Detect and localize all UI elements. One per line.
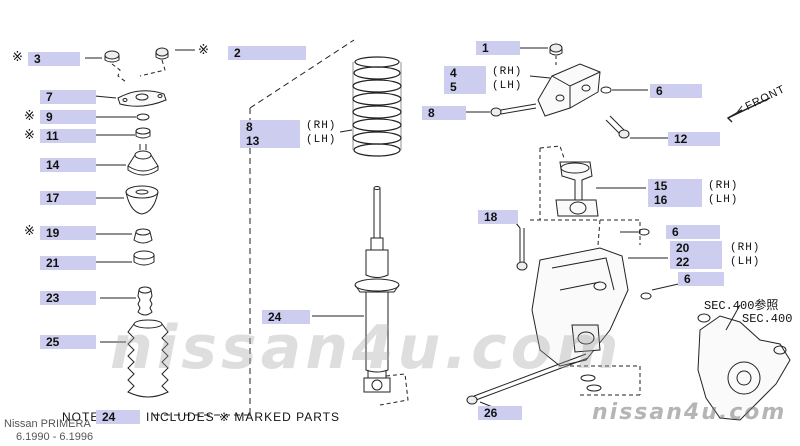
callout-part-18[interactable]: 18 bbox=[478, 210, 518, 224]
side-label-rh-15: (RH) bbox=[708, 180, 739, 192]
callout-part-5[interactable]: 5 bbox=[444, 80, 486, 94]
callout-part-6-upper[interactable]: 6 bbox=[650, 84, 702, 98]
footer-dates: 6.1990 - 6.1996 bbox=[16, 431, 94, 443]
callout-part-1[interactable]: 1 bbox=[476, 41, 520, 55]
note-callout-part-24[interactable]: 24 bbox=[96, 410, 140, 424]
note-suffix: INCLUDES ※ MARKED PARTS bbox=[146, 410, 340, 424]
washer-lower-arm bbox=[580, 374, 596, 382]
callout-part-15[interactable]: 15 bbox=[648, 179, 702, 193]
side-label-lh-22: (LH) bbox=[730, 256, 761, 268]
upper-link-part-15-16 bbox=[555, 161, 599, 217]
section-ref-400-jp[interactable]: SEC.400参照 bbox=[704, 299, 779, 313]
nut-part-6-middle bbox=[638, 228, 650, 236]
side-label-lh-13: (LH) bbox=[306, 134, 337, 146]
spring-seat-part-17 bbox=[125, 185, 159, 215]
coil-spring-part-10-13 bbox=[352, 56, 402, 157]
dust-boot-part-25 bbox=[127, 319, 169, 398]
bushing-part-11 bbox=[135, 127, 151, 139]
note-prefix: NOTE: bbox=[62, 410, 104, 424]
rubber-seat-part-21 bbox=[133, 250, 155, 266]
marker-part-19: ※ bbox=[24, 224, 35, 239]
callout-part-2[interactable]: 2 bbox=[228, 46, 306, 60]
nut-part-1 bbox=[549, 43, 563, 56]
bound-cap-part-19 bbox=[133, 228, 153, 244]
nut-part-2 bbox=[155, 47, 169, 60]
bolt-part-26 bbox=[466, 353, 589, 405]
callout-part-24[interactable]: 24 bbox=[262, 310, 310, 324]
shock-absorber-part-24 bbox=[354, 186, 400, 393]
callout-part-7[interactable]: 7 bbox=[40, 90, 96, 104]
callout-part-14[interactable]: 14 bbox=[40, 158, 96, 172]
callout-part-6-lower[interactable]: 6 bbox=[678, 272, 724, 286]
nut-part-6-lower bbox=[640, 292, 652, 300]
callout-part-22[interactable]: 22 bbox=[670, 255, 722, 269]
callout-part-11[interactable]: 11 bbox=[40, 129, 96, 143]
side-label-rh-20: (RH) bbox=[730, 242, 761, 254]
callout-part-10[interactable]: 8 bbox=[240, 120, 300, 134]
callout-part-17[interactable]: 17 bbox=[40, 191, 96, 205]
upper-link-bracket-part-4-5 bbox=[537, 63, 601, 117]
callout-part-4[interactable]: 4 bbox=[444, 66, 486, 80]
watermark-corner: nissan4u.com bbox=[592, 400, 787, 425]
bolt-part-18 bbox=[516, 228, 528, 271]
insulator-part-14 bbox=[127, 144, 159, 176]
side-label-lh-16: (LH) bbox=[708, 194, 739, 206]
callout-part-21[interactable]: 21 bbox=[40, 256, 96, 270]
watermark-large: nissan4u.com bbox=[110, 313, 623, 383]
callout-part-19[interactable]: 19 bbox=[40, 226, 96, 240]
callout-part-8[interactable]: 8 bbox=[422, 106, 466, 120]
side-label-rh-10: (RH) bbox=[306, 120, 337, 132]
callout-part-9[interactable]: 9 bbox=[40, 110, 96, 124]
nut-part-6-upper bbox=[600, 86, 612, 94]
marker-part-3: ※ bbox=[12, 50, 23, 65]
washer-part-9 bbox=[136, 113, 150, 121]
side-label-rh-4: (RH) bbox=[492, 66, 523, 78]
bolt-part-12 bbox=[605, 115, 630, 139]
callout-part-25[interactable]: 25 bbox=[40, 335, 96, 349]
callout-part-12[interactable]: 12 bbox=[668, 132, 720, 146]
front-arrow bbox=[726, 97, 771, 123]
nut-part-3 bbox=[104, 50, 120, 63]
footer-model: Nissan PRIMERA bbox=[4, 418, 91, 430]
callout-part-13[interactable]: 13 bbox=[240, 134, 300, 148]
axle-knuckle bbox=[697, 313, 791, 421]
callout-part-6-middle[interactable]: 6 bbox=[666, 225, 720, 239]
marker-part-2: ※ bbox=[198, 43, 209, 58]
callout-part-26[interactable]: 26 bbox=[478, 406, 522, 420]
section-ref-400[interactable]: SEC.400 bbox=[742, 312, 793, 326]
callout-part-3[interactable]: 3 bbox=[28, 52, 80, 66]
bolt-part-8 bbox=[490, 103, 537, 117]
bump-rubber-part-23 bbox=[137, 286, 153, 316]
marker-part-9: ※ bbox=[24, 109, 35, 124]
callout-part-16[interactable]: 16 bbox=[648, 193, 702, 207]
marker-part-11: ※ bbox=[24, 128, 35, 143]
mount-plate-part-7 bbox=[117, 90, 167, 107]
lower-arm-part-20-22 bbox=[531, 247, 629, 367]
callout-part-20[interactable]: 20 bbox=[670, 241, 722, 255]
side-label-lh-5: (LH) bbox=[492, 80, 523, 92]
callout-part-23[interactable]: 23 bbox=[40, 291, 96, 305]
